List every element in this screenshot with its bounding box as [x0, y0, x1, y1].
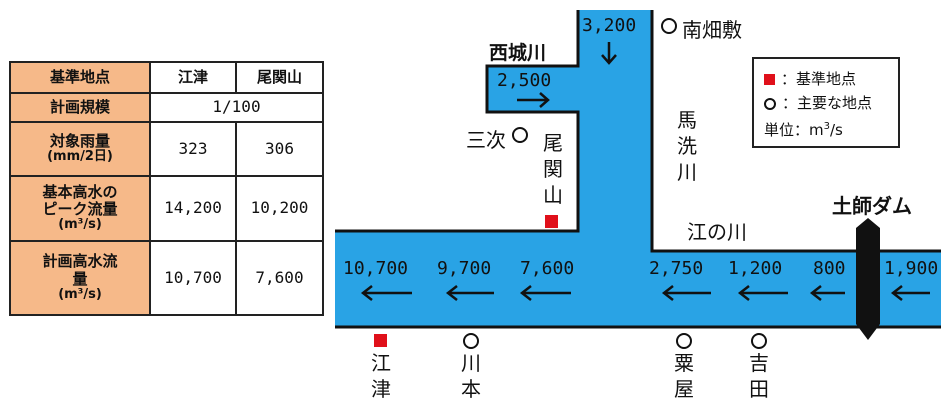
- row-label-rainfall: 対象雨量 (mm/2日): [9, 121, 151, 177]
- point-marker-yoshida: [751, 333, 767, 349]
- place-label-miyoshi: 三次: [466, 128, 506, 152]
- table-header-row: 基準地点 江津 尾関山: [9, 61, 324, 94]
- place-label-gotsu: 江 津: [371, 351, 391, 401]
- river-label-basen: 馬 洗 川: [677, 108, 697, 184]
- legend-main-point: ：主要な地点: [764, 91, 898, 115]
- legend-unit-suffix: /s: [830, 121, 843, 139]
- cell-plan-flow-ozekiyama: 7,600: [235, 240, 324, 316]
- river-label-gonokawa: 江の川: [687, 220, 747, 244]
- cell-rainfall-ozekiyama: 306: [235, 121, 324, 177]
- row-label-peak-flow: 基本高水の ピーク流量 (m³/s): [9, 175, 151, 242]
- river-label-saijo: 西城川: [489, 42, 547, 64]
- rainfall-label-text: 対象雨量: [49, 131, 110, 150]
- legend-unit: 単位：m3/s: [764, 115, 898, 139]
- legend-base-point-text: ：基準地点: [781, 70, 857, 88]
- cell-plan-flow-gotsu: 10,700: [149, 240, 237, 316]
- river-water: [335, 10, 941, 327]
- flow-value-main-4: 2,750: [649, 258, 704, 279]
- legend-main-point-text: ：主要な地点: [782, 94, 873, 112]
- plan-flow-label-text: 計画高水流 量: [42, 252, 118, 288]
- point-marker-minamihatashiki: [661, 18, 677, 34]
- point-marker-kawamoto: [463, 333, 479, 349]
- place-label-dam: 土師ダム: [832, 194, 912, 218]
- table-header-gotsu: 江津: [149, 61, 237, 94]
- place-label-ozekiyama: 尾 関 山: [543, 131, 563, 207]
- river-banks: [335, 10, 941, 329]
- table-header-label: 基準地点: [9, 61, 151, 94]
- table-row: 計画高水流 量 (m³/s) 10,700 7,600: [9, 240, 324, 316]
- point-marker-miyoshi: [512, 127, 528, 143]
- table-row: 対象雨量 (mm/2日) 323 306: [9, 121, 324, 177]
- legend-unit-sup: 3: [823, 121, 830, 132]
- base-point-marker-gotsu: [374, 334, 387, 347]
- plan-flow-unit: (m³/s): [58, 286, 102, 302]
- dam-shape: [856, 218, 880, 340]
- flow-arrows: [360, 42, 930, 301]
- row-label-scale: 計画規模: [9, 92, 151, 123]
- table-header-ozekiyama: 尾関山: [235, 61, 324, 94]
- peak-flow-label-text: 基本高水の ピーク流量: [42, 182, 118, 219]
- row-label-plan-flow: 計画高水流 量 (m³/s): [9, 240, 151, 316]
- cell-rainfall-gotsu: 323: [149, 121, 237, 177]
- place-label-kawamoto: 川 本: [461, 351, 481, 401]
- flow-value-main-5: 1,200: [728, 258, 783, 279]
- base-point-marker-ozekiyama: [545, 215, 558, 228]
- flow-value-main-3: 7,600: [520, 258, 575, 279]
- place-label-awaya: 粟 屋: [674, 351, 694, 401]
- cell-scale: 1/100: [149, 92, 324, 123]
- legend-unit-prefix: 単位：m: [764, 121, 824, 139]
- table-row: 基本高水の ピーク流量 (m³/s) 14,200 10,200: [9, 175, 324, 242]
- legend: ：基準地点 ：主要な地点 単位：m3/s: [752, 57, 900, 148]
- legend-square-icon: [764, 74, 775, 85]
- place-label-yoshida: 吉 田: [749, 351, 769, 401]
- flow-value-main-7: 1,900: [884, 258, 939, 279]
- table-row: 計画規模 1/100: [9, 92, 324, 123]
- flow-value-main-2: 9,700: [437, 258, 492, 279]
- place-label-minamihatashiki: 南畑敷: [682, 18, 742, 42]
- flow-value-main-6: 800: [813, 258, 846, 279]
- legend-circle-icon: [764, 97, 776, 110]
- flow-value-basen-top: 3,200: [582, 15, 637, 36]
- peak-flow-unit: (m³/s): [58, 217, 102, 233]
- flow-value-main-1: 10,700: [343, 258, 409, 279]
- legend-base-point: ：基準地点: [764, 67, 898, 91]
- plan-table: 基準地点 江津 尾関山 計画規模 1/100 対象雨量 (mm/2日) 323 …: [9, 61, 324, 316]
- cell-peak-flow-gotsu: 14,200: [149, 175, 237, 242]
- flow-value-saijo: 2,500: [497, 70, 552, 91]
- rainfall-unit: (mm/2日): [47, 149, 113, 165]
- cell-peak-flow-ozekiyama: 10,200: [235, 175, 324, 242]
- point-marker-awaya: [676, 333, 692, 349]
